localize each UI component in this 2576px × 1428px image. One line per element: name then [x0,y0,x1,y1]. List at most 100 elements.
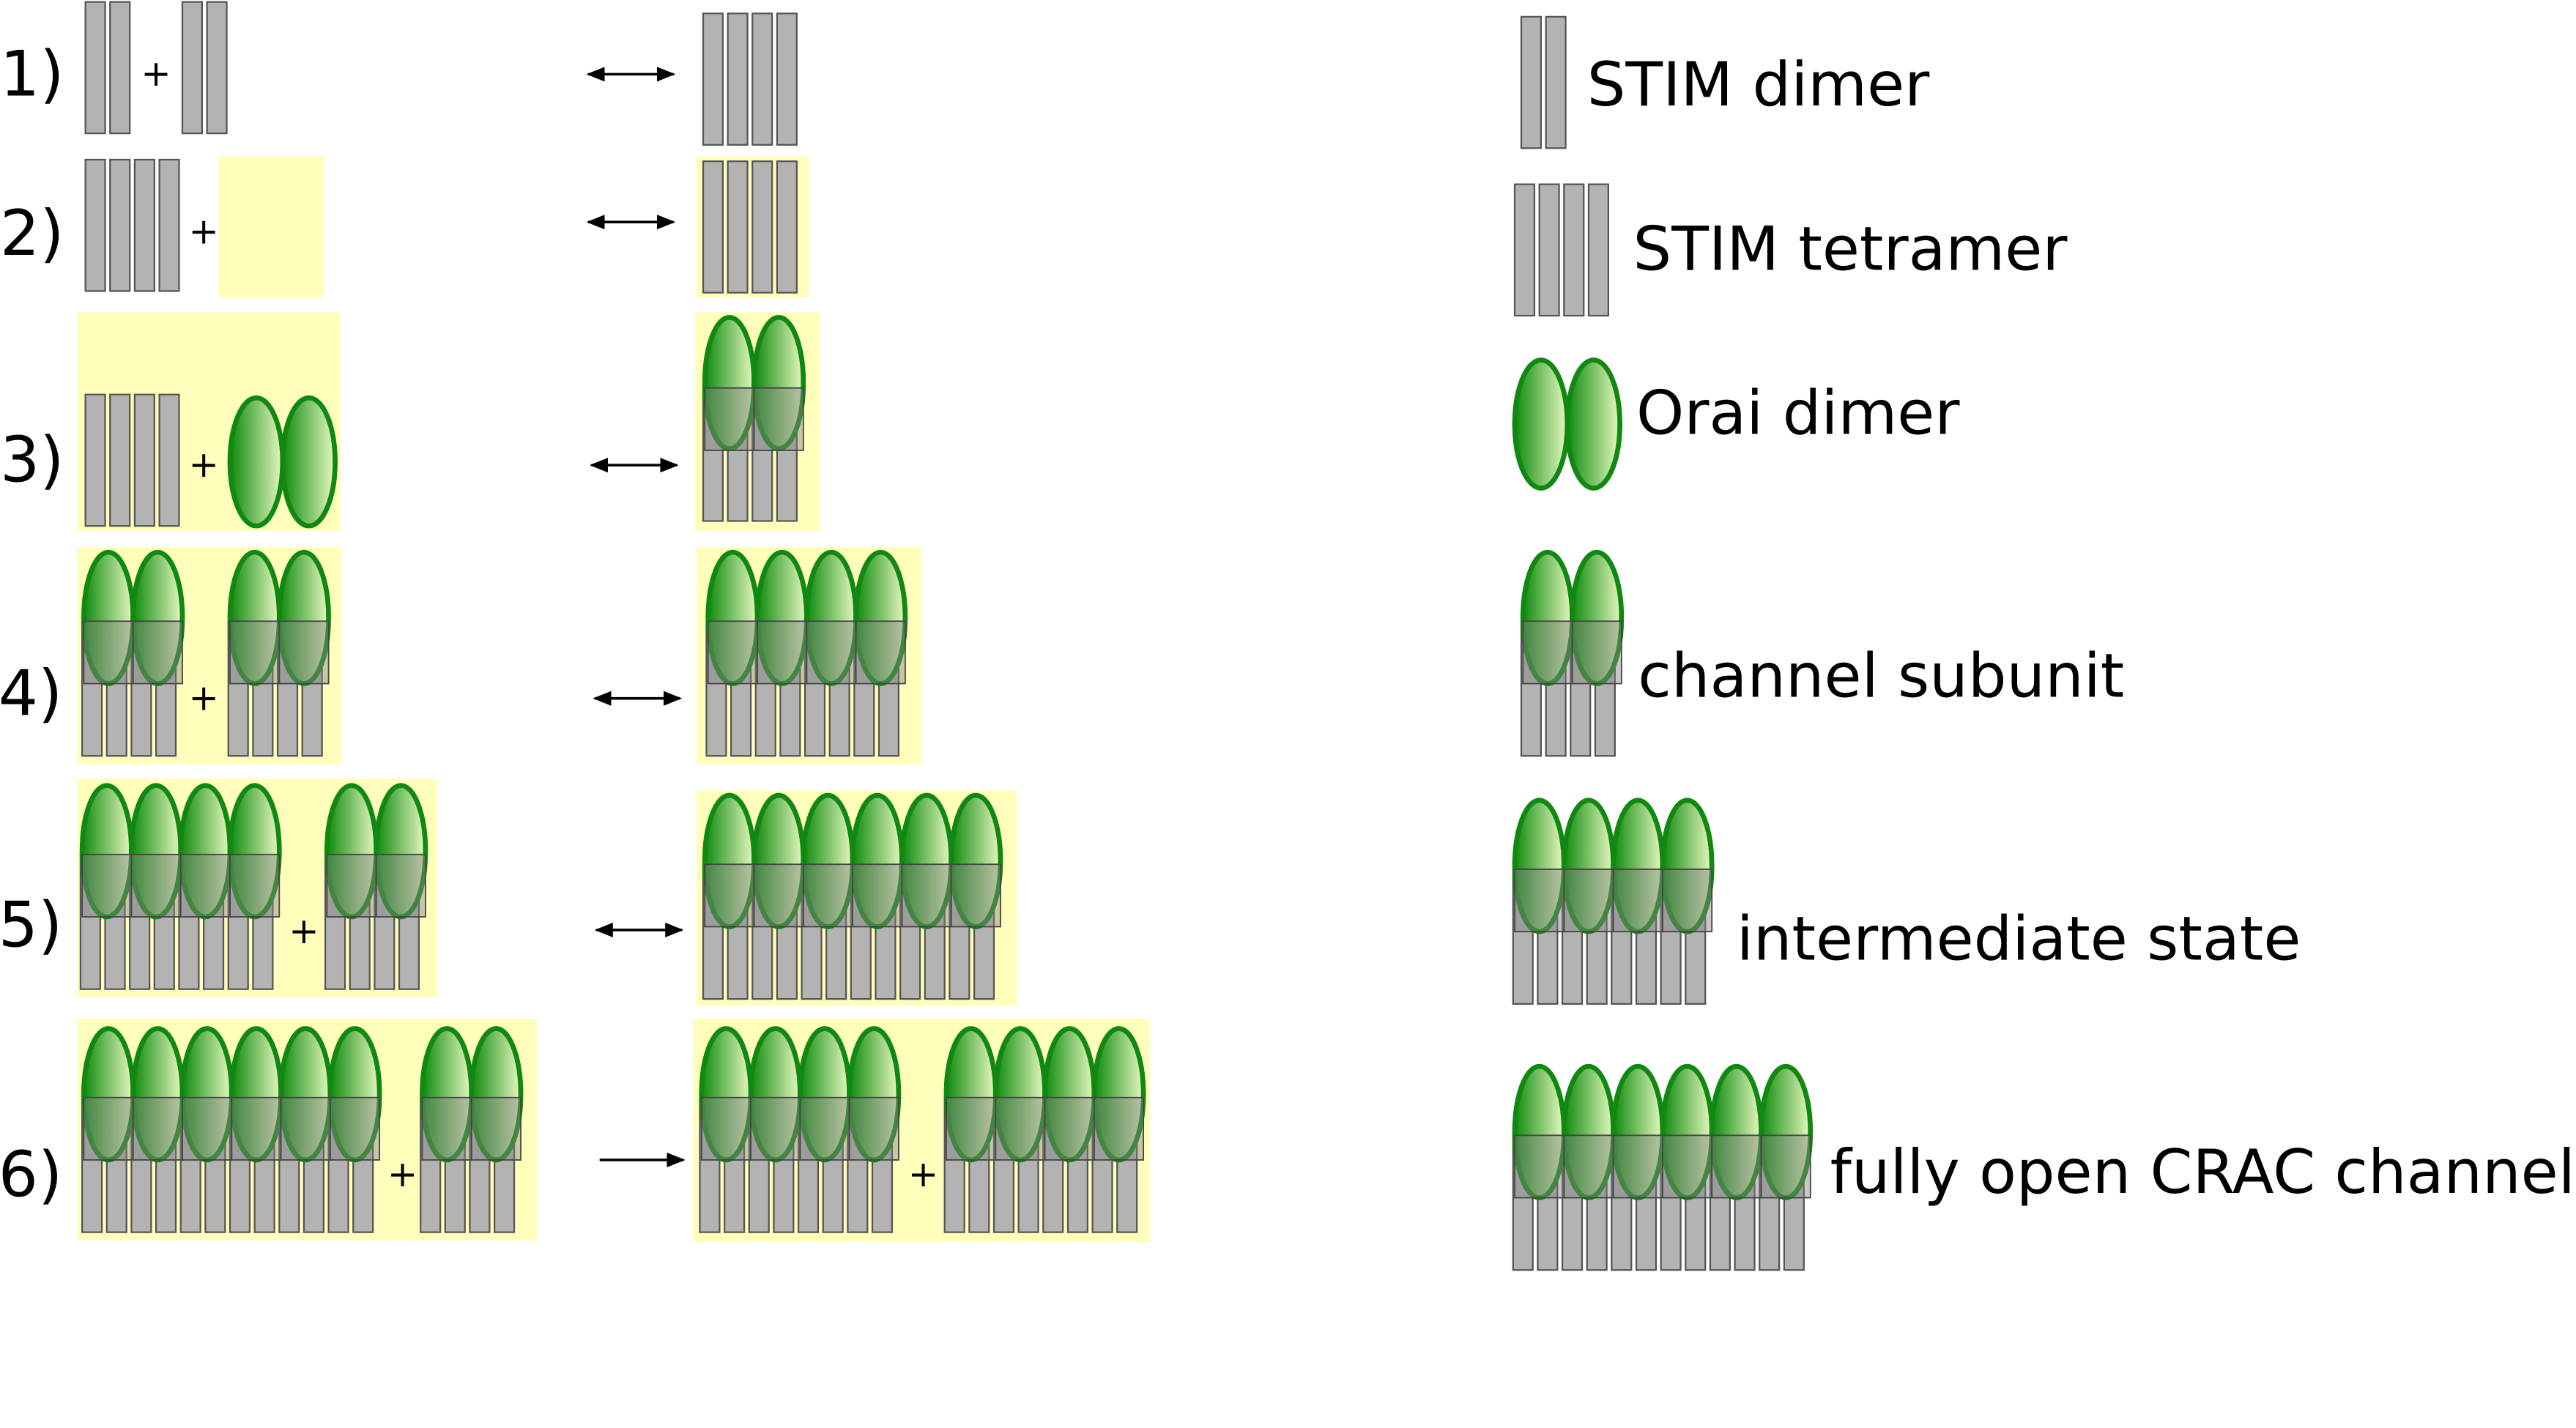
stim-orai-overlap [707,620,758,685]
stim-orai-overlap [1612,869,1663,933]
stim-orai-overlap [421,1096,472,1161]
stim-orai-overlap [1612,1134,1663,1199]
stim-orai-overlap [83,1096,134,1161]
stim-orai-overlap [1662,1134,1713,1199]
stim-orai-overlap [130,853,182,918]
legend-label: Orai dimer [1636,378,1960,449]
legend-label: fully open CRAC channel [1830,1137,2575,1208]
stim-bar [109,158,131,292]
stim-bar [109,1,131,135]
complex-highlight [218,156,324,298]
plus-sign: + [908,1153,938,1195]
stim-orai-overlap [704,387,755,451]
stim-bar [1538,183,1560,317]
stim-orai-overlap [470,1096,521,1161]
stim-orai-overlap [229,853,281,918]
step-label: 5) [0,889,62,962]
legend-label: channel subunit [1638,640,2124,711]
stim-bar [776,12,798,146]
stim-orai-overlap [326,853,377,918]
stim-orai-overlap [1563,1134,1614,1199]
stim-bar [702,160,724,294]
plus-sign: + [289,910,319,952]
stim-bar [84,158,106,292]
step-label: 1) [0,39,64,111]
stim-bar [776,160,798,294]
stim-orai-overlap [132,620,183,685]
stim-bar [1545,15,1567,149]
stim-bar [84,1,106,135]
stim-orai-overlap [704,863,755,928]
stim-orai-overlap [1571,620,1622,685]
stim-bar [158,158,180,292]
stim-bar [727,12,749,146]
stim-orai-overlap [1044,1096,1095,1161]
stim-orai-overlap [806,620,857,685]
stim-orai-overlap [995,1096,1046,1161]
orai-subunit [280,395,338,529]
orai-subunit [227,395,286,529]
orai-subunit [1512,357,1570,491]
stim-bar [158,393,180,527]
stim-orai-overlap [83,620,134,685]
plus-sign: + [188,443,218,486]
stim-bar [727,160,749,294]
stim-orai-overlap [1514,869,1565,933]
stim-orai-overlap [375,853,426,918]
molecule-shapes [79,1,1814,1271]
stim-orai-overlap [753,863,804,928]
stim-orai-overlap [182,1096,233,1161]
stim-orai-overlap [278,620,330,685]
stim-bar [1520,15,1543,149]
stim-orai-overlap [1711,1134,1762,1199]
step-label: 2) [0,198,64,270]
step-label: 3) [0,425,64,497]
stim-orai-overlap [753,387,804,451]
stim-orai-overlap [81,853,133,918]
stim-bar [1563,183,1585,317]
step-label: 4) [0,658,62,730]
stim-orai-overlap [700,1096,751,1161]
stim-orai-overlap [229,620,281,685]
stim-orai-overlap [1093,1096,1145,1161]
stim-orai-overlap [901,863,952,928]
plus-sign: + [141,52,171,94]
stim-orai-overlap [1760,1134,1811,1199]
stim-bar [109,393,131,527]
step-label: 6) [0,1139,62,1211]
stim-bar [702,12,724,146]
plus-sign: + [188,209,218,252]
stim-orai-overlap [132,1096,183,1161]
legend-label: STIM tetramer [1633,213,2068,284]
plus-sign: + [387,1153,417,1195]
stim-bar [133,393,155,527]
stim-orai-overlap [280,1096,331,1161]
stim-orai-overlap [1662,869,1713,933]
stim-orai-overlap [750,1096,801,1161]
stim-orai-overlap [946,1096,997,1161]
legend-label: STIM dimer [1587,49,1930,120]
stim-bar [133,158,155,292]
stim-orai-overlap [852,863,903,928]
stim-orai-overlap [179,853,231,918]
stim-orai-overlap [757,620,808,685]
orai-subunit [1564,357,1622,491]
plus-sign: + [188,676,218,718]
stim-bar [751,12,773,146]
stim-orai-overlap [802,863,854,928]
stim-bar [84,393,106,527]
legend-label: intermediate state [1737,903,2301,974]
reaction-arrows [586,67,686,1168]
orai-subunit [751,314,806,452]
stim-bar [206,1,228,135]
stim-orai-overlap [950,863,1001,928]
stim-orai-overlap [1522,620,1573,685]
stim-orai-overlap [848,1096,899,1161]
stim-bar [1513,183,1536,317]
stim-bar [1587,183,1610,317]
stim-orai-overlap [329,1096,381,1161]
stim-bar [181,1,204,135]
stim-orai-overlap [1563,869,1614,933]
